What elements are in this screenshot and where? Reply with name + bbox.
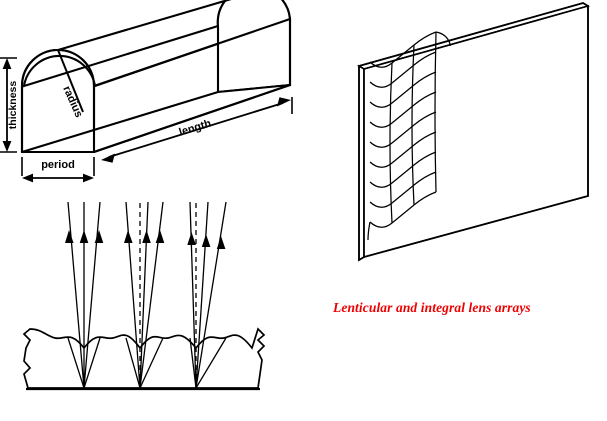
lenticule-unit-diagram: radius thickness period [0, 0, 320, 195]
ray-bundle-slight-tilt [124, 201, 165, 389]
ray-2-2-arrowhead [142, 230, 151, 243]
lenslet-col-edge-1 [389, 62, 393, 224]
ray-trace-svg [22, 201, 266, 391]
ray-3-1-arrowhead [187, 232, 196, 245]
lenticule-ridge-line [57, 0, 232, 52]
lenslet-row-edge-2 [369, 71, 437, 108]
ray-trace-diagram [0, 188, 300, 421]
ray-bundle-normal [65, 201, 104, 389]
period-dimension: period [21, 157, 95, 183]
thickness-arrowhead-down [2, 141, 12, 152]
lenslet-row-edge-3 [369, 91, 437, 128]
lenslet-col-edge-3 [434, 31, 437, 193]
plate-front-face [363, 4, 589, 259]
ray-3-2 [195, 201, 209, 389]
focus-3-left [189, 337, 197, 389]
period-label: period [41, 159, 75, 171]
plate-outline [358, 2, 589, 262]
period-arrowhead-right [83, 173, 94, 183]
focal-convergence-lines [67, 337, 227, 389]
lenticule-rear-cap [216, 0, 292, 94]
lenslet-row-edge-0 [369, 31, 437, 68]
radius-leader-line [57, 49, 84, 113]
focus-1-left [67, 337, 85, 389]
lenslet-grid [367, 31, 451, 241]
focus-2-left [125, 337, 141, 389]
ray-2-3-arrowhead [155, 230, 165, 243]
lenticule-upper-side-edge [93, 18, 291, 87]
ray-1-3-arrowhead [94, 230, 104, 243]
figure-caption: Lenticular and integral lens arrays [333, 300, 531, 315]
length-arrowhead-far [277, 97, 291, 107]
lenticule-solid-body [20, 0, 292, 154]
lenslet-row-edge-8 [369, 191, 437, 228]
thickness-dimension: thickness [0, 57, 19, 153]
period-arrowhead-left [22, 173, 33, 183]
thickness-arrowhead-up [2, 58, 12, 69]
lenslet-col-edge-2 [411, 44, 415, 206]
lens-array-plate-diagram [330, 0, 607, 290]
lens-array-plate-svg [356, 2, 591, 262]
lenticule-bottom-edge [93, 19, 292, 153]
ray-1-2-arrowhead [79, 230, 89, 243]
lenslet-row-edge-7 [369, 171, 437, 208]
thickness-label: thickness [7, 81, 19, 130]
lenslet-array-bottom-edge [367, 221, 371, 241]
ray-3-1 [189, 201, 197, 389]
ray-3-3 [195, 201, 227, 389]
plate-body [356, 2, 591, 262]
lenslet-row-edge-4 [369, 111, 437, 148]
length-arrowhead-near [101, 153, 115, 163]
ray-1-1-arrowhead [65, 230, 74, 243]
ray-3-3-arrowhead [216, 236, 226, 249]
ray-1-3 [83, 201, 101, 389]
focus-1-right [83, 337, 101, 389]
focus-3-right [195, 337, 227, 389]
ray-3-2-arrowhead [201, 234, 211, 247]
lenslet-row-edge-6 [369, 151, 437, 188]
ray-bundle-large-tilt [187, 201, 227, 389]
length-arrow-shaft [108, 102, 284, 158]
lenslet-row-edge-5 [369, 131, 437, 168]
lenslet-row-edge-1 [369, 51, 437, 88]
ray-1-1 [67, 201, 85, 389]
lenslet-array-right-cap [435, 31, 451, 46]
focus-2-right [139, 337, 164, 389]
lenticule-unit-svg: radius thickness period [0, 0, 293, 183]
ray-2-1-arrowhead [124, 230, 133, 243]
